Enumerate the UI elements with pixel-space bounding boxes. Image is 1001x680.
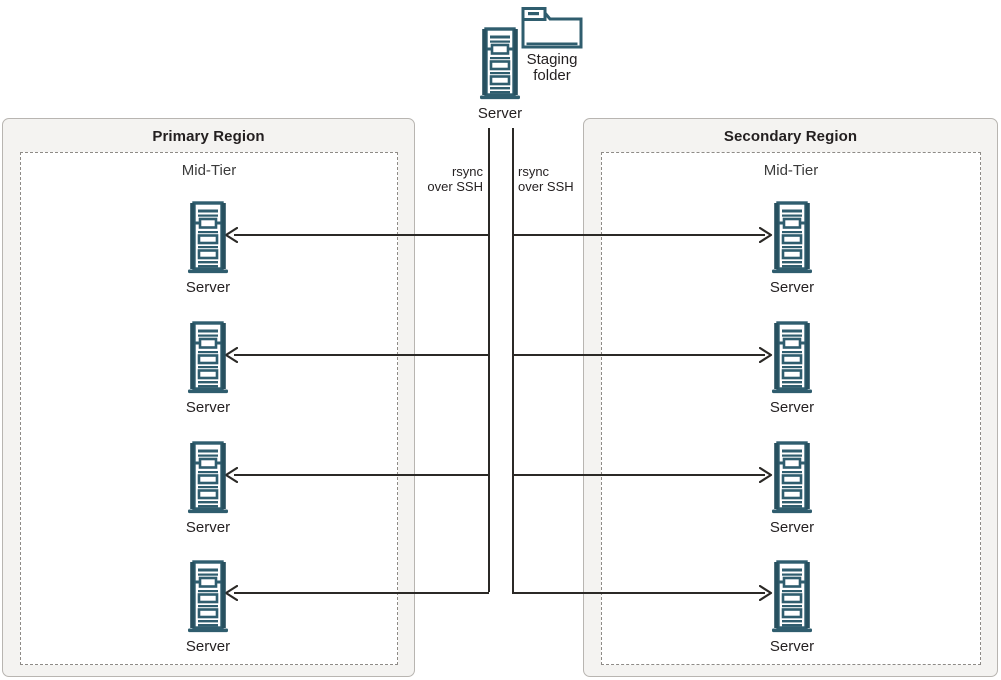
secondary-mid-tier-title: Mid-Tier [763,162,819,179]
primary-mid-tier-title: Mid-Tier [181,162,237,179]
left-edge-label: rsync over SSH [408,164,483,194]
folder-icon [521,7,583,49]
right-arrowhead-1 [759,227,773,243]
secondary-server-label-1: Server [769,279,815,296]
primary-server-node-2: Server [166,321,250,416]
primary-server-node-1: Server [166,201,250,296]
right-bus-vertical-line [512,128,514,592]
primary-server-node-3: Server [166,441,250,536]
left-arrowhead-1 [224,227,238,243]
secondary-server-node-2: Server [750,321,834,416]
left-branch-line-1 [234,234,489,236]
server-icon [480,27,520,100]
server-icon [188,201,228,274]
primary-server-label-2: Server [185,399,231,416]
server-icon [188,441,228,514]
left-arrowhead-4 [224,585,238,601]
secondary-server-label-2: Server [769,399,815,416]
right-arrowhead-4 [759,585,773,601]
primary-server-label-3: Server [185,519,231,536]
staging-server-node: Server [458,27,542,122]
primary-server-node-4: Server [166,560,250,655]
server-icon [772,441,812,514]
right-edge-label-line1: rsync [518,164,550,179]
secondary-server-node-1: Server [750,201,834,296]
left-bus-vertical-line [488,128,490,592]
server-icon [188,321,228,394]
right-edge-label: rsync over SSH [518,164,598,194]
left-arrowhead-2 [224,347,238,363]
left-branch-line-3 [234,474,489,476]
staging-server-label: Server [477,105,523,122]
left-arrowhead-3 [224,467,238,483]
secondary-server-node-4: Server [750,560,834,655]
right-branch-line-1 [512,234,765,236]
primary-region-title: Primary Region [152,128,265,145]
right-arrowhead-3 [759,467,773,483]
right-branch-line-2 [512,354,765,356]
left-edge-label-line1: rsync [451,164,483,179]
primary-server-label-4: Server [185,638,231,655]
left-branch-line-4 [234,592,489,594]
server-icon [772,201,812,274]
staging-folder-node: Staging folder [504,4,600,84]
right-branch-line-3 [512,474,765,476]
right-arrowhead-2 [759,347,773,363]
server-icon [188,560,228,633]
secondary-server-label-4: Server [769,638,815,655]
server-icon [772,321,812,394]
secondary-server-label-3: Server [769,519,815,536]
right-branch-line-4 [512,592,765,594]
right-edge-label-line2: over SSH [518,178,574,194]
staging-folder-label-line2: folder [533,67,571,85]
primary-server-label-1: Server [185,279,231,296]
secondary-server-node-3: Server [750,441,834,536]
left-edge-label-line2: over SSH [427,178,483,194]
left-branch-line-2 [234,354,489,356]
staging-folder-label-line1: Staging [526,51,578,68]
secondary-region-title: Secondary Region [723,128,858,145]
server-icon [772,560,812,633]
